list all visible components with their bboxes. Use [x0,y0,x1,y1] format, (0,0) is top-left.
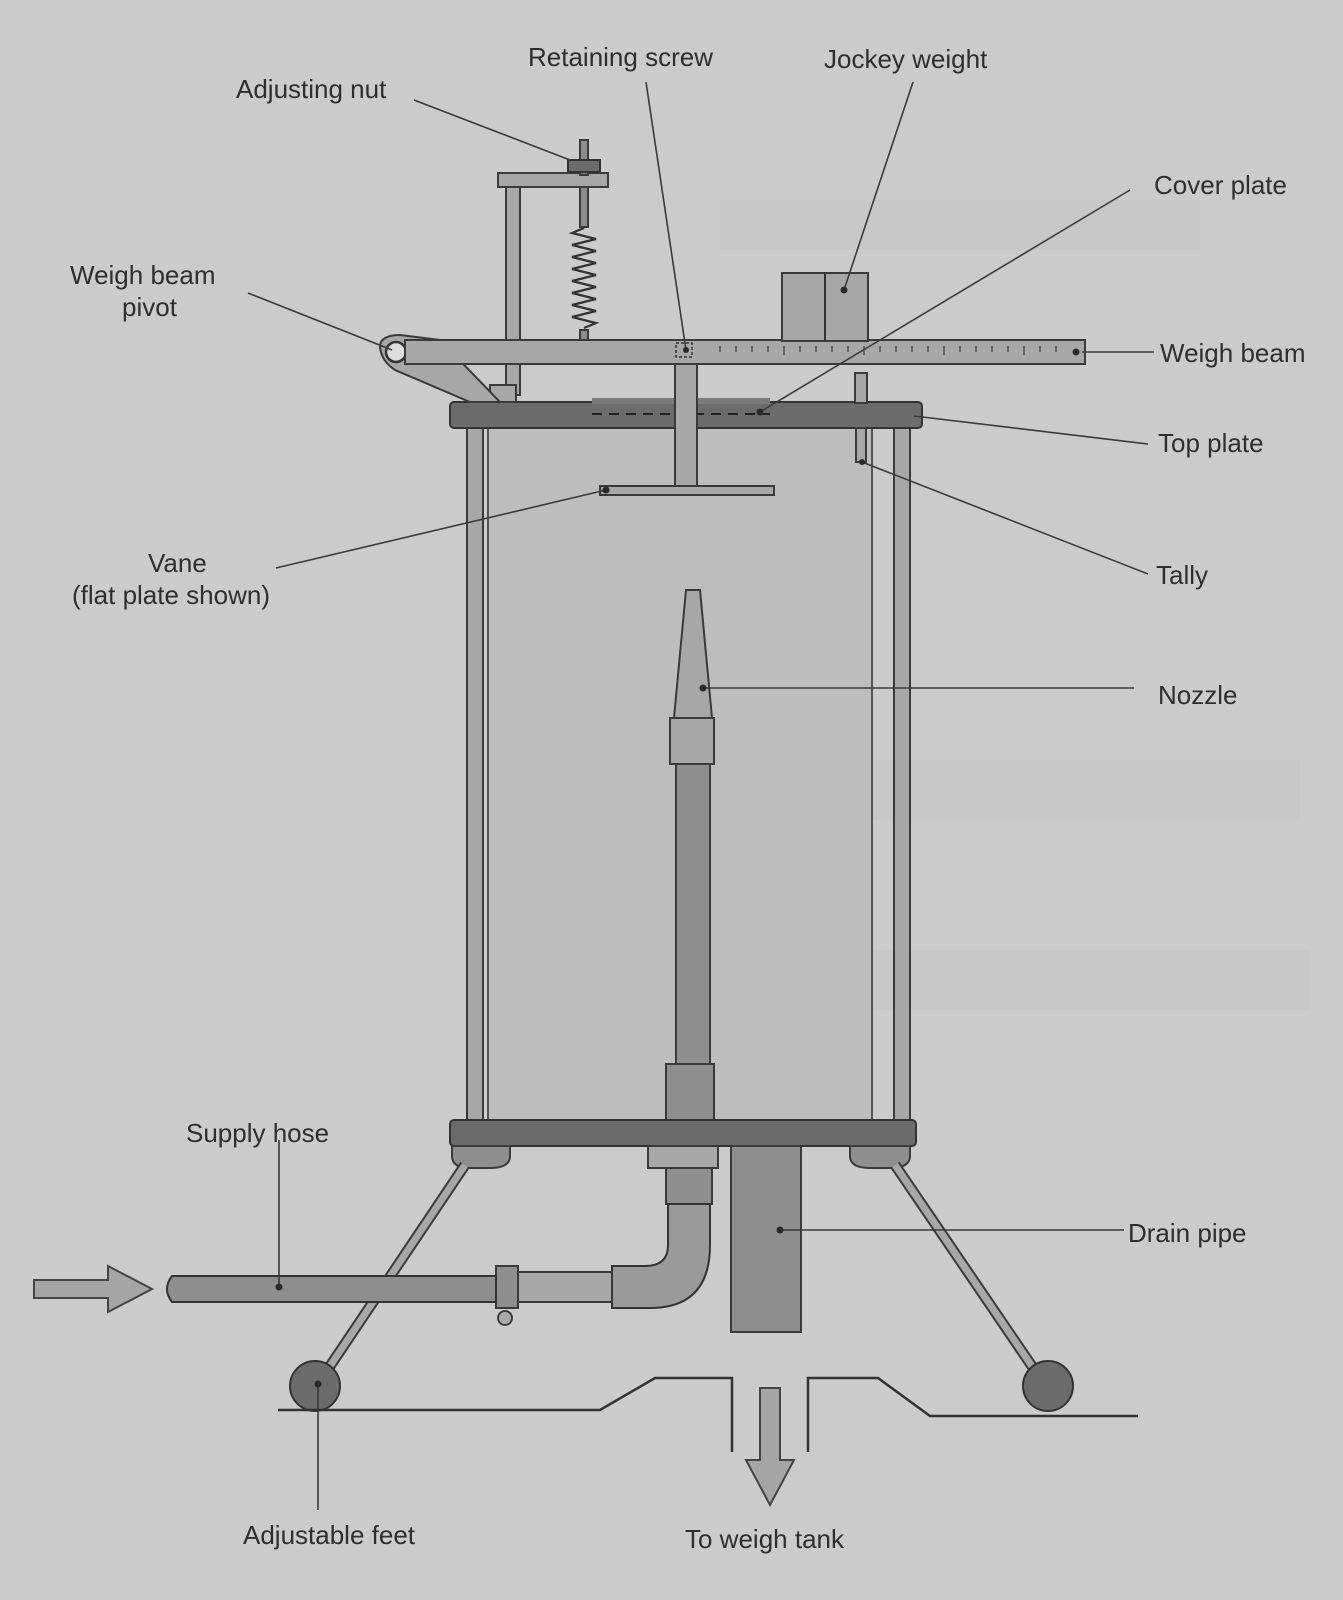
adjustable-legs [289,1161,1074,1412]
label-top-plate: Top plate [1158,428,1264,458]
label-tally: Tally [1156,560,1208,590]
tally [854,372,868,463]
jockey-weight [781,272,869,342]
drain-pipe [730,1145,802,1333]
label-to-weigh-tank: To weigh tank [685,1524,845,1554]
supply-flow-arrow-icon [33,1264,155,1314]
weigh-beam [378,333,1086,403]
label-weigh-beam: Weigh beam [1160,338,1306,368]
floor-drain [278,1376,1138,1452]
label-jockey-weight: Jockey weight [824,44,988,74]
leader-lines [247,81,1154,1510]
supply-hose [166,1167,713,1326]
label-drain-pipe: Drain pipe [1128,1218,1247,1248]
label-nozzle: Nozzle [1158,680,1237,710]
label-vane-line2: (flat plate shown) [72,580,270,610]
label-weigh-beam-pivot-line2: pivot [122,292,178,322]
label-adjusting-nut: Adjusting nut [236,74,387,104]
label-retaining-screw: Retaining screw [528,42,713,72]
label-supply-hose: Supply hose [186,1118,329,1148]
label-vane-line1: Vane [148,548,207,578]
vane-assembly [599,363,775,496]
label-adjustable-feet: Adjustable feet [243,1520,416,1550]
label-weigh-beam-pivot-line1: Weigh beam [70,260,216,290]
base-plate [449,1119,917,1169]
flow-arrows [33,1264,796,1508]
labels: Retaining screw Jockey weight Adjusting … [70,42,1306,1554]
label-cover-plate: Cover plate [1154,170,1287,200]
drain-flow-arrow-icon [744,1387,796,1508]
